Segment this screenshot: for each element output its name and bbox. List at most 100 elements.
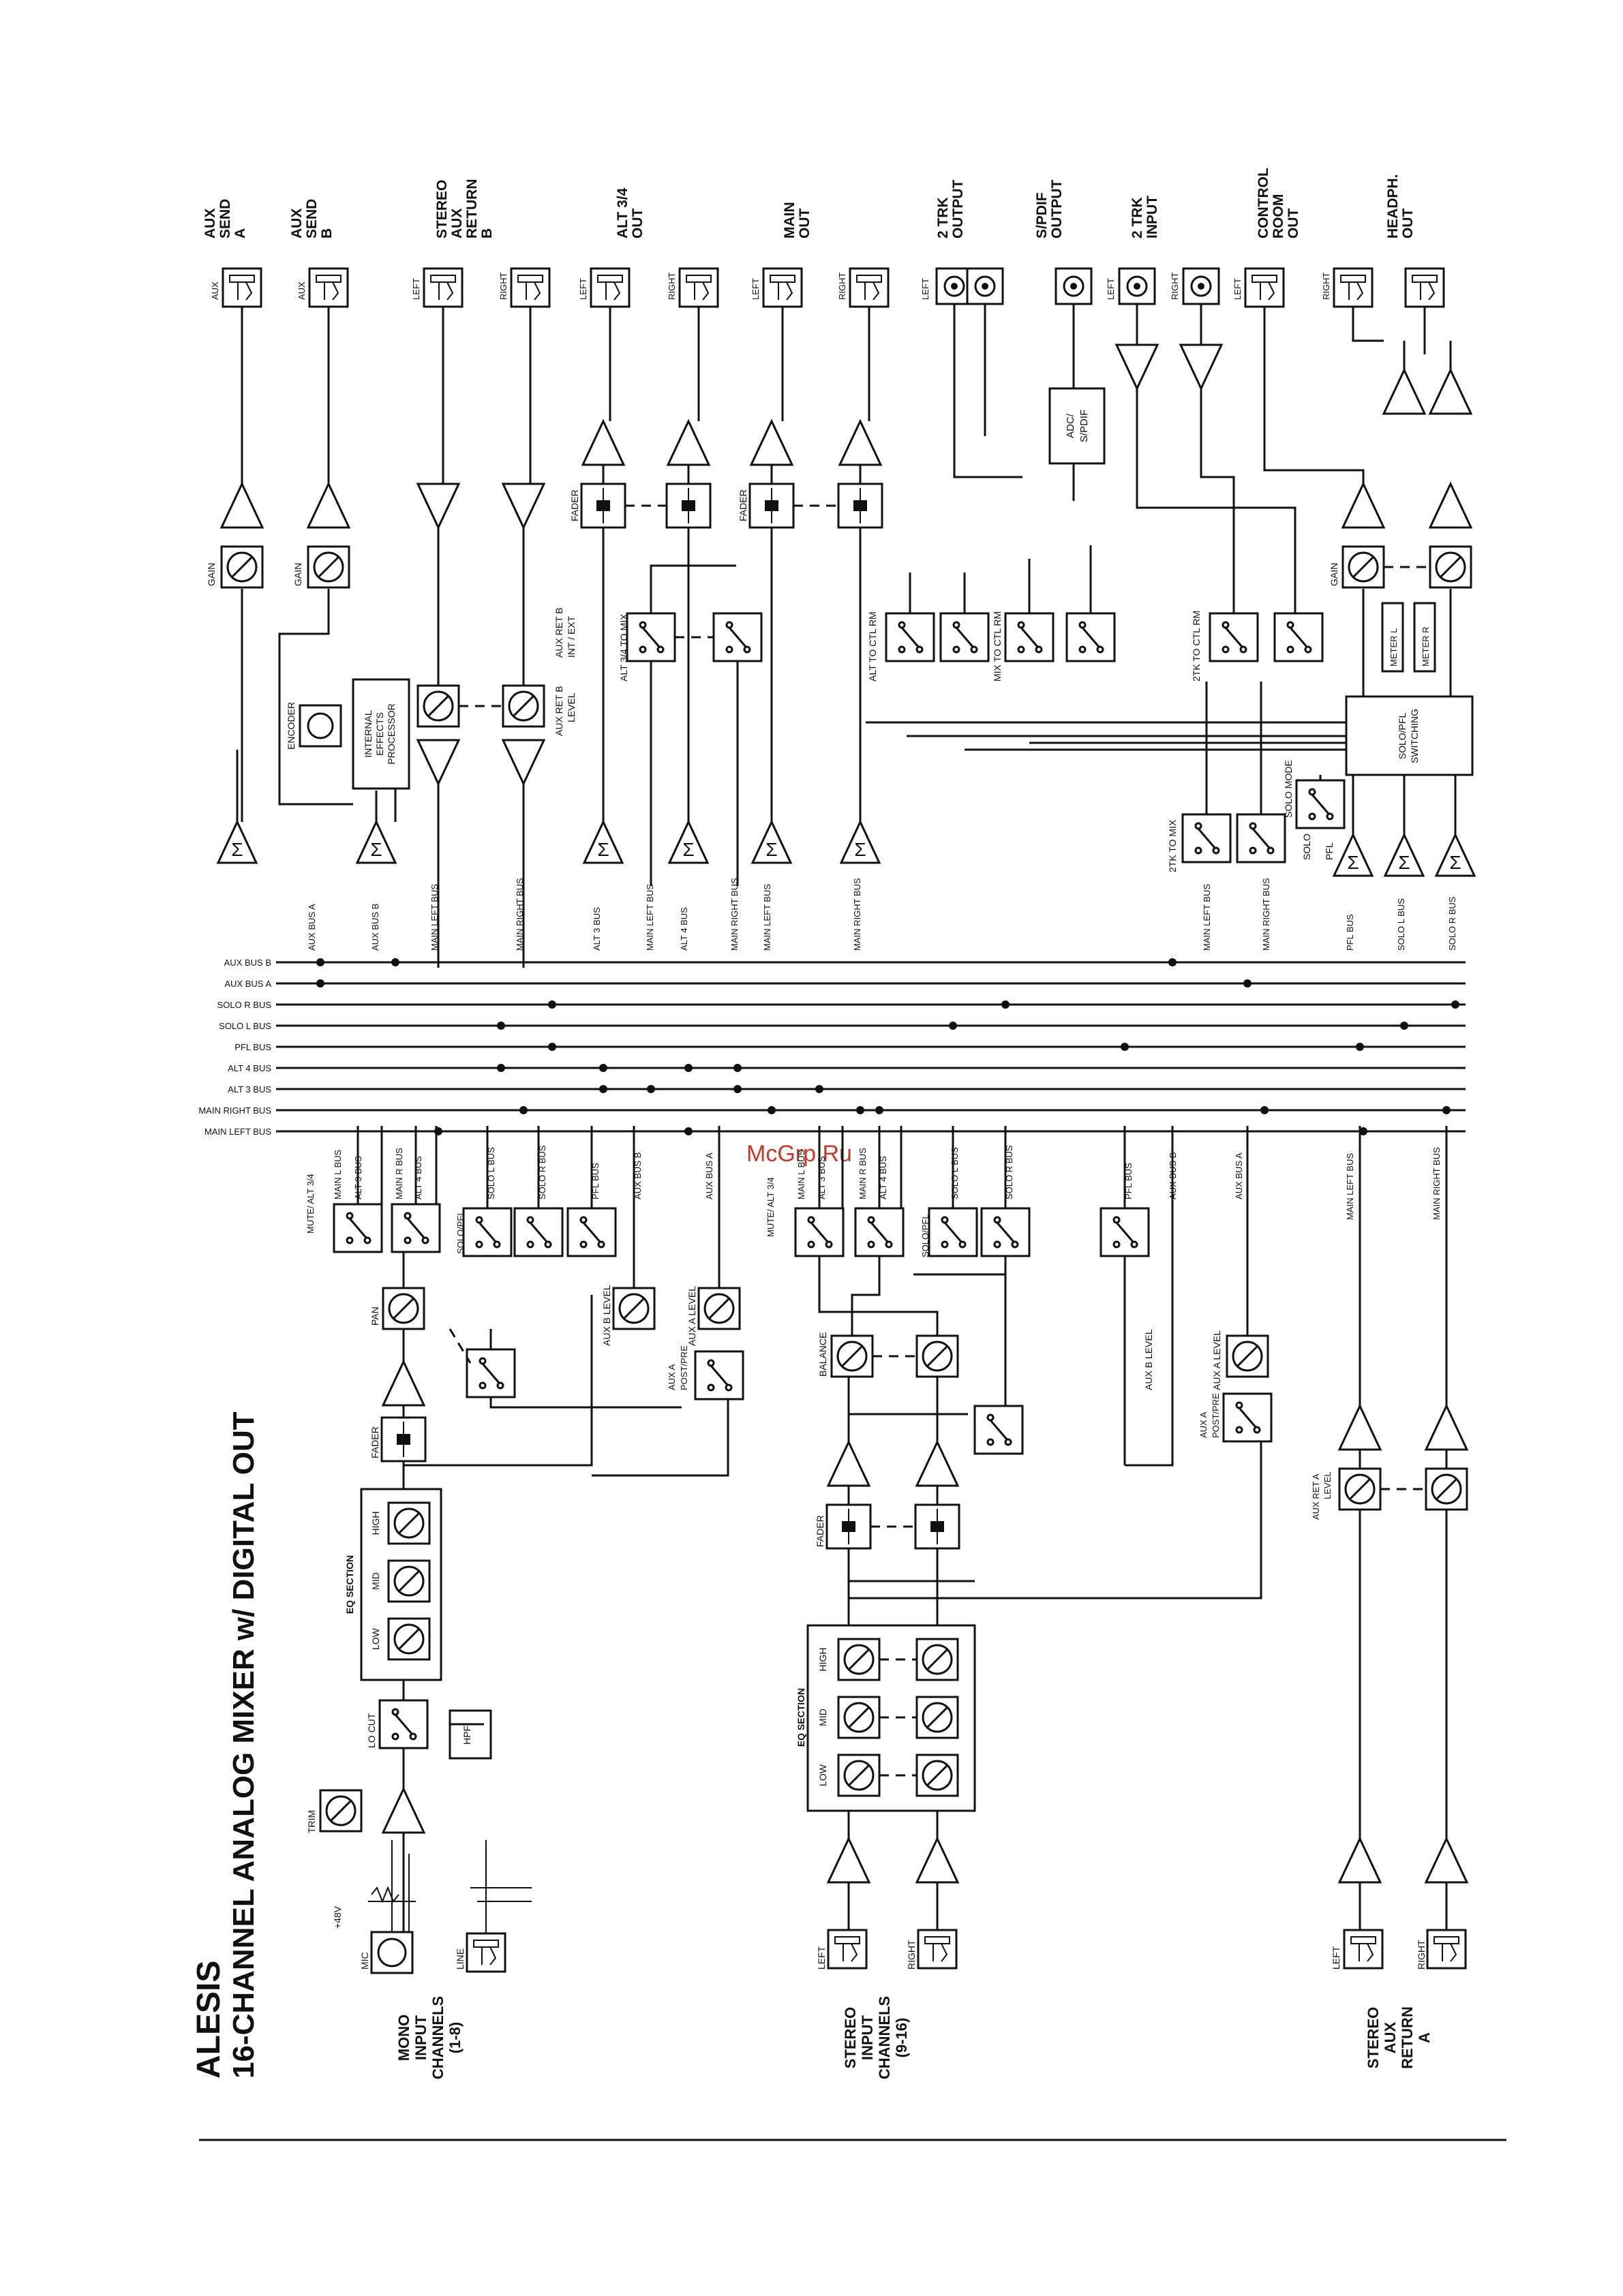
ctl-gain-left-knob[interactable] [1341, 545, 1385, 589]
mono-mute-alt-switch[interactable] [333, 1203, 383, 1253]
mono-solo-r-switch[interactable] [513, 1207, 564, 1257]
2trk-out-right-rca[interactable] [966, 267, 1004, 305]
stereo-solo-l-switch[interactable] [928, 1207, 978, 1257]
mono-eq-low-knob[interactable] [387, 1617, 431, 1661]
aux-return-b-right-jack[interactable] [510, 267, 551, 308]
aux-ret-a-label-1: STEREO [1365, 2007, 1382, 2068]
alt-right-fader[interactable] [665, 483, 712, 529]
stereo-solo-l: SOLO L BUS [950, 1147, 960, 1199]
mono-eq-high-knob[interactable] [387, 1501, 431, 1545]
main-right-fader[interactable] [837, 483, 883, 529]
balance-right-knob[interactable] [915, 1334, 959, 1378]
stereo-eq-mid-r-knob[interactable] [915, 1696, 959, 1739]
main-out-right-jack[interactable] [849, 267, 890, 308]
lo-cut-switch[interactable] [378, 1699, 429, 1749]
mono-pfl-switch[interactable] [566, 1207, 617, 1257]
stereo-right-jack[interactable] [917, 1929, 958, 1970]
ctl-gain-right-knob[interactable] [1429, 545, 1472, 589]
output-section: GAIN GAIN INTERNAL EFFECTS PROCESSOR ENC… [206, 267, 1476, 877]
solo-label: SOLO [1301, 833, 1312, 860]
alt-to-ctl-right-switch[interactable] [939, 612, 990, 662]
stereo-assign-switches: MUTE/ ALT 3/4 MAIN L BUS MAIN R BUS ALT … [765, 1126, 1244, 1406]
alt-to-mix-left-switch[interactable] [626, 612, 676, 662]
mono-aux-a-postpre-switch[interactable] [694, 1350, 744, 1400]
2tk-to-ctl-left-switch[interactable] [1209, 612, 1259, 662]
top-jack-label-5-1: OUTPUT [950, 180, 966, 239]
stereo-main-assign-switch[interactable] [854, 1207, 905, 1257]
top-jack-label-8-0: CONTROL [1256, 168, 1271, 239]
2tk-to-ctl-right-switch[interactable] [1273, 612, 1324, 662]
encoder-knob[interactable] [299, 704, 342, 748]
stereo-eq-high-l-knob[interactable] [837, 1638, 881, 1681]
ctl-room-right-jack[interactable] [1333, 267, 1374, 308]
stereo-eq-mid-l-knob[interactable] [837, 1696, 881, 1739]
hp-left-amp [1382, 369, 1426, 415]
mono-post-fader-amp [382, 1360, 425, 1407]
stereo-right-fader[interactable] [914, 1503, 960, 1550]
stereo-solo-r-switch[interactable] [980, 1207, 1031, 1257]
mono-fader[interactable] [380, 1416, 427, 1463]
mono-solo-l-switch[interactable] [462, 1207, 513, 1257]
alt-out-left-jack[interactable] [590, 267, 631, 308]
stereo-aux-route-switch[interactable] [973, 1405, 1024, 1455]
stereo-eq-high-r-knob[interactable] [915, 1638, 959, 1681]
aux-send-b-gain-knob[interactable] [307, 545, 350, 589]
aux-ret-a-level-left-knob[interactable] [1338, 1467, 1382, 1511]
aux-ret-a-right-jack[interactable] [1426, 1929, 1467, 1970]
pan-knob[interactable] [382, 1287, 425, 1330]
aux-ret-a-left-jack[interactable] [1343, 1929, 1384, 1970]
balance-left-knob[interactable] [830, 1334, 874, 1378]
stereo-pfl-bus: PFL BUS [1123, 1163, 1134, 1199]
bus-junction-dot [497, 1022, 505, 1030]
alt-left-fader[interactable] [580, 483, 626, 529]
alt-to-mix-right-switch[interactable] [712, 612, 763, 662]
aux-return-b-left-jack[interactable] [423, 267, 464, 308]
2trk-in-right-rca[interactable] [1182, 267, 1220, 305]
trim-knob[interactable] [319, 1789, 363, 1833]
mono-aux-a-level-knob[interactable] [697, 1287, 741, 1330]
aux-send-b-jack[interactable] [308, 267, 349, 308]
2tk-to-mix-right-switch[interactable] [1236, 813, 1286, 863]
stereo-left-jack[interactable] [827, 1929, 868, 1970]
top-jack-label-2-2: RETURN [464, 179, 480, 239]
stereo-aux-a-level-knob[interactable] [1226, 1334, 1269, 1378]
ctl-room-left-jack[interactable] [1244, 267, 1285, 308]
mono-aux-route-switch[interactable] [466, 1348, 516, 1398]
alt-to-ctl-left-switch[interactable] [885, 612, 935, 662]
bus-junction-dot [599, 1085, 607, 1093]
main-left-fader[interactable] [748, 483, 795, 529]
mix-to-ctl-left-switch[interactable] [1004, 612, 1055, 662]
solo-mode-switch[interactable] [1295, 779, 1346, 829]
aux-ret-a-label-2: AUX [1382, 2021, 1399, 2053]
bus-junction-dot [1451, 1000, 1459, 1009]
bus-junction-dot [1168, 958, 1177, 966]
stereo-left-fader[interactable] [825, 1503, 872, 1550]
stereo-eq-low-l-knob[interactable] [837, 1754, 881, 1797]
stereo-pfl-switch[interactable] [1099, 1207, 1150, 1257]
alt-out-right-jack[interactable] [678, 267, 719, 308]
mono-eq-mid-knob[interactable] [387, 1559, 431, 1603]
mono-main-assign-switch[interactable] [391, 1203, 441, 1253]
2trk-in-left-rca[interactable] [1118, 267, 1156, 305]
aux-send-a-gain-knob[interactable] [220, 545, 264, 589]
line-input-jack[interactable] [466, 1932, 506, 1973]
2tk-to-mix-left-switch[interactable] [1181, 813, 1232, 863]
stereo-aux-a-postpre-switch[interactable] [1222, 1392, 1273, 1443]
bus-junction-dot [684, 1064, 693, 1072]
mix-to-ctl-right-switch[interactable] [1065, 612, 1116, 662]
main-out-left-jack[interactable] [762, 267, 803, 308]
headphone-jack[interactable] [1404, 267, 1445, 308]
trim-label: TRIM [306, 1810, 317, 1833]
aux-ret-b-level-left-knob[interactable] [416, 684, 460, 728]
spdif-out-rca[interactable] [1055, 267, 1093, 305]
stereo-mute-alt-switch[interactable] [794, 1207, 845, 1257]
aux-return-a-section: LEFT RIGHT AUX RET A LEVEL MAIN LEFT BUS… [1311, 1126, 1468, 1970]
alt-fader-label: FADER [569, 489, 580, 521]
mono-aux-b-level-knob[interactable] [612, 1287, 656, 1330]
aux-ret-a-level-right-knob[interactable] [1425, 1467, 1468, 1511]
aux-ret-b-level-right-knob[interactable] [502, 684, 545, 728]
meter-l [1381, 602, 1404, 673]
aux-send-a-jack[interactable] [222, 267, 262, 308]
stereo-eq-low-r-knob[interactable] [915, 1754, 959, 1797]
